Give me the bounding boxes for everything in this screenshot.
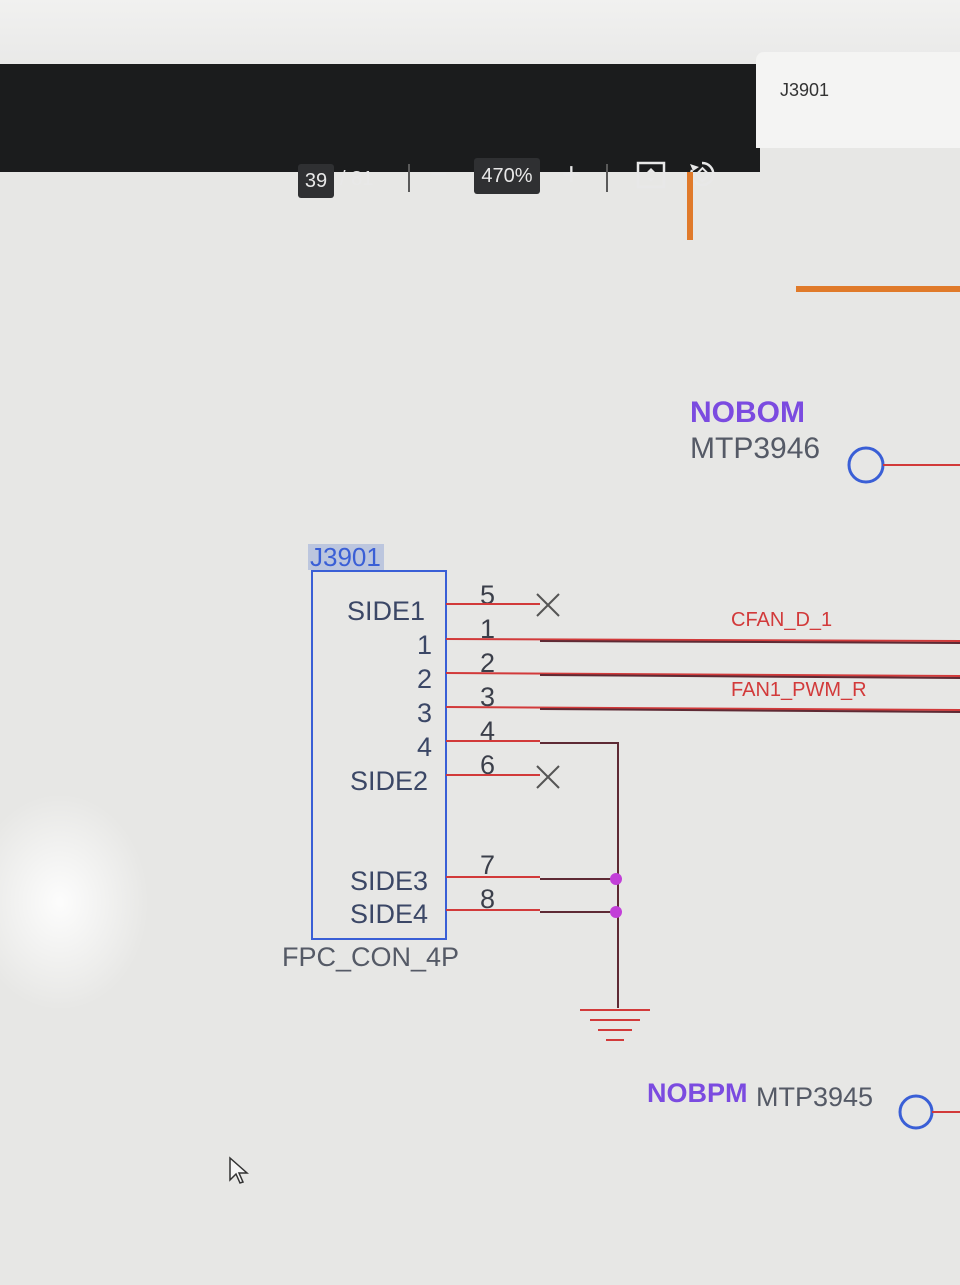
ground-wire	[540, 742, 619, 1008]
pin-label-side2: SIDE2	[350, 766, 428, 796]
nobom-label: NOBOM	[690, 396, 805, 429]
junction-dot	[610, 873, 622, 885]
pin-number-7: 7	[480, 850, 495, 880]
toolbar-separator	[408, 164, 410, 192]
pin-wire-2	[445, 672, 960, 677]
pin-label-2: 2	[417, 664, 432, 694]
net-label-fan-pwm: FAN1_PWM_R	[731, 679, 867, 701]
pin-number-4: 4	[480, 716, 495, 746]
pin-label-3: 3	[417, 698, 432, 728]
mouse-cursor-icon	[228, 1156, 250, 1191]
pin-label-side3: SIDE3	[350, 866, 428, 896]
zoom-out-button[interactable]: −	[430, 158, 448, 191]
pin-label-side1: SIDE1	[347, 596, 425, 626]
zoom-level-input[interactable]: 470%	[474, 158, 540, 194]
fit-page-icon[interactable]	[636, 160, 666, 190]
zoom-in-button[interactable]: +	[562, 156, 581, 192]
no-connect-mark	[536, 765, 560, 789]
test-point-circle	[898, 1094, 934, 1130]
connector-ref-highlight	[308, 544, 384, 570]
pin-wire-1	[445, 638, 960, 642]
schematic-canvas: NOBOM MTP3946 J3901 SIDE1 1 2 3 4 SIDE2 …	[0, 152, 960, 1280]
toolbar-separator	[606, 164, 608, 192]
page-number-input[interactable]: 39	[298, 164, 334, 198]
junction-dot	[610, 906, 622, 918]
pin-label-side4: SIDE4	[350, 899, 428, 929]
mtp-top-label: MTP3946	[690, 432, 820, 465]
pin-number-5: 5	[480, 580, 495, 610]
pin-number-2: 2	[480, 648, 495, 678]
net-label-cfan: CFAN_D_1	[731, 609, 832, 631]
nobpm-label: NOBPM	[647, 1078, 748, 1108]
pin-number-6: 6	[480, 750, 495, 780]
pin-wire-3	[445, 706, 960, 711]
pin-label-4: 4	[417, 732, 432, 762]
net-wire-cfan	[539, 640, 960, 644]
page-total: / 81	[340, 168, 374, 190]
pdf-toolbar: 39 / 81 − 470% +	[0, 64, 760, 198]
ground-icon	[580, 1009, 650, 1041]
net-wire-2	[539, 674, 960, 679]
connector-part: FPC_CON_4P	[282, 942, 459, 972]
pin-number-3: 3	[480, 682, 495, 712]
pin-number-8: 8	[480, 884, 495, 914]
connector-ref: J3901	[310, 542, 381, 572]
document-tab[interactable]: J3901	[756, 52, 960, 148]
connector-body[interactable]	[311, 570, 447, 940]
screen-glare	[0, 792, 150, 1012]
pin-number-1: 1	[480, 614, 495, 644]
tab-title: J3901	[780, 80, 830, 100]
no-connect-mark	[536, 593, 560, 617]
net-wire-fan-pwm	[539, 708, 960, 713]
mtp-bottom-label: MTP3945	[756, 1082, 873, 1112]
test-point-circle	[847, 446, 885, 484]
pin-label-1: 1	[417, 630, 432, 660]
